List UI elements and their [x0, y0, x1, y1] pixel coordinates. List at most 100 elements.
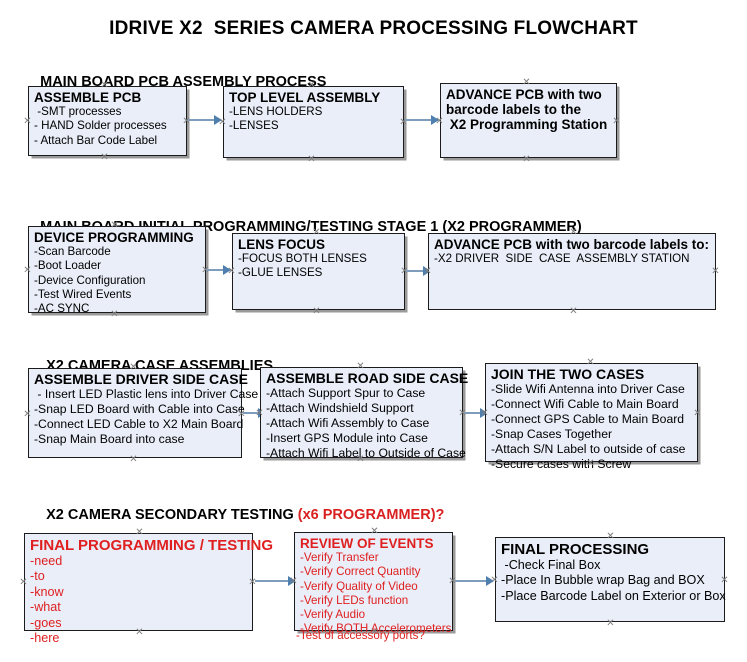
connection-handle[interactable]	[100, 153, 109, 162]
box-final-processing[interactable]: FINAL PROCESSING -Check Final Box -Place…	[495, 537, 726, 622]
connection-handle[interactable]	[606, 619, 615, 628]
box-review-of-events[interactable]: REVIEW OF EVENTS -Verify Transfer -Verif…	[294, 532, 453, 635]
box-device-programming-line-4: -Test Wired Events	[34, 287, 132, 301]
connection-handle[interactable]	[135, 628, 144, 637]
box-final-programming-testing-line-5: -goes	[30, 615, 62, 630]
box-review-of-events-line-2: -Verify Correct Quantity	[300, 565, 421, 579]
connection-handle[interactable]	[110, 310, 119, 319]
box-final-programming-testing-line-2: -to	[30, 569, 45, 584]
connection-handle[interactable]	[522, 155, 531, 164]
connection-handle[interactable]	[435, 117, 444, 126]
connection-handle[interactable]	[586, 459, 595, 468]
connection-handle[interactable]	[612, 117, 621, 126]
box-lens-focus[interactable]: LENS FOCUS -FOCUS BOTH LENSES -GLUE LENS…	[232, 233, 405, 310]
connection-handle[interactable]	[307, 81, 316, 90]
section-heading-4: X2 CAMERA SECONDARY TESTING (x6 PROGRAMM…	[30, 491, 444, 539]
connection-handle[interactable]	[356, 455, 365, 464]
box-review-of-events-line-6: -Verify BOTH Accelerometers	[300, 622, 452, 636]
box-review-of-events-header: REVIEW OF EVENTS	[300, 536, 434, 551]
box-join-the-two-cases-line-4: -Snap Cases Together	[491, 427, 613, 441]
connection-handle[interactable]	[23, 117, 32, 126]
box-final-processing-line-1: -Check Final Box	[501, 558, 601, 572]
box-final-programming-testing-line-6: -here	[30, 631, 60, 646]
box-advance-pcb-station-line-2: X2 Programming Station	[446, 117, 608, 132]
connection-handle[interactable]	[480, 409, 489, 418]
box-device-programming[interactable]: DEVICE PROGRAMMING -Scan Barcode -Boot L…	[28, 226, 206, 315]
box-review-of-events-line-3: -Verify Quality of Video	[300, 579, 418, 593]
box-join-the-two-cases-header: JOIN THE TWO CASES	[491, 366, 645, 382]
box-final-programming-testing-line-1: -need	[30, 554, 63, 568]
box-assemble-pcb-header: ASSEMBLE PCB	[34, 90, 142, 105]
connection-handle[interactable]	[227, 267, 236, 276]
box-device-programming-line-3: -Device Configuration	[34, 273, 146, 287]
connection-handle[interactable]	[19, 578, 28, 587]
box-device-programming-line-1: -Scan Barcode	[34, 245, 111, 258]
connection-handle[interactable]	[569, 307, 578, 316]
connection-handle[interactable]	[569, 228, 578, 237]
box-advance-pcb-station[interactable]: ADVANCE PCB with two barcode labels to t…	[440, 83, 617, 158]
box-top-level-assembly-line-2: -LENSES	[229, 119, 279, 133]
box-assemble-driver-side-case[interactable]: ASSEMBLE DRIVER SIDE CASE - Insert LED P…	[28, 368, 258, 458]
box-advance-pcb-driver-side-line-1: -X2 DRIVER SIDE CASE ASSEMBLY STATION	[434, 252, 690, 265]
connection-handle[interactable]	[606, 532, 615, 541]
box-assemble-road-side-case-header: ASSEMBLE ROAD SIDE CASE	[266, 370, 469, 386]
section-heading-4-accent: (x6 PROGRAMMER)?	[297, 507, 445, 523]
box-device-programming-line-2: -Boot Loader	[34, 259, 102, 273]
box-advance-pcb-driver-side-header: ADVANCE PCB with two barcode labels to:	[434, 237, 710, 252]
box-advance-pcb-station-header: ADVANCE PCB with two	[446, 87, 602, 102]
connection-handle[interactable]	[129, 363, 138, 372]
box-advance-pcb-driver-side[interactable]: ADVANCE PCB with two barcode labels to: …	[428, 233, 716, 310]
box-assemble-pcb-line-1: -SMT processes	[34, 105, 122, 118]
connection-handle[interactable]	[312, 307, 321, 316]
box-lens-focus-line-2: -GLUE LENSES	[238, 266, 323, 280]
page-title: IDRIVE X2 SERIES CAMERA PROCESSING FLOWC…	[109, 18, 638, 39]
box-top-level-assembly-line-1: -LENS HOLDERS	[229, 105, 323, 118]
connection-handle[interactable]	[693, 409, 702, 418]
connection-handle[interactable]	[312, 228, 321, 237]
connection-handle[interactable]	[586, 358, 595, 367]
connection-handle[interactable]	[522, 78, 531, 87]
box-assemble-road-side-case-line-1: -Attach Support Spur to Case	[266, 386, 426, 400]
connection-handle[interactable]	[23, 266, 32, 275]
connection-handle[interactable]	[356, 362, 365, 371]
connection-handle[interactable]	[490, 576, 499, 585]
box-final-processing-line-2: -Place In Bubble wrap Bag and BOX	[501, 573, 705, 588]
connection-handle[interactable]	[135, 528, 144, 537]
box-advance-pcb-station-line-1: barcode labels to the	[446, 102, 582, 117]
box-assemble-road-side-case-line-3: -Attach Wifi Assembly to Case	[266, 416, 430, 430]
connection-handle[interactable]	[289, 577, 298, 586]
box-assemble-driver-side-case-line-2: -Snap LED Board with Cable into Case	[34, 402, 245, 416]
box-assemble-driver-side-case-line-4: -Snap Main Board into case	[34, 432, 185, 446]
connection-handle[interactable]	[129, 455, 138, 464]
box-join-the-two-cases-line-2: -Connect Wifi Cable to Main Board	[491, 397, 679, 411]
box-join-the-two-cases[interactable]: JOIN THE TWO CASES -Slide Wifi Antenna i…	[485, 363, 698, 471]
box-assemble-pcb[interactable]: ASSEMBLE PCB -SMT processes - HAND Solde…	[28, 86, 187, 156]
box-join-the-two-cases-line-1: -Slide Wifi Antenna into Driver Case	[491, 382, 685, 396]
box-join-the-two-cases-line-3: -Connect GPS Cable to Main Board	[491, 412, 685, 426]
box-top-level-assembly[interactable]: TOP LEVEL ASSEMBLY -LENS HOLDERS -LENSES	[223, 86, 404, 158]
box-assemble-driver-side-case-header: ASSEMBLE DRIVER SIDE CASE	[34, 371, 248, 387]
box-review-of-events-overflow-line: -Test of accessory ports?	[296, 629, 425, 642]
connection-handle[interactable]	[218, 118, 227, 127]
connection-handle[interactable]	[255, 409, 264, 418]
box-assemble-pcb-line-2: - HAND Solder processes	[34, 119, 167, 133]
arrow-1-2	[405, 115, 439, 125]
connection-handle[interactable]	[110, 221, 119, 230]
box-join-the-two-cases-line-5: -Attach S/N Label to outside of case	[491, 442, 686, 456]
connection-handle[interactable]	[307, 155, 316, 164]
connection-handle[interactable]	[711, 267, 720, 276]
box-lens-focus-header: LENS FOCUS	[238, 237, 326, 252]
box-review-of-events-line-1: -Verify Transfer	[300, 551, 379, 564]
connection-handle[interactable]	[370, 527, 379, 536]
connection-handle[interactable]	[23, 410, 32, 419]
box-device-programming-header: DEVICE PROGRAMMING	[34, 230, 194, 245]
connection-handle[interactable]	[423, 267, 432, 276]
box-lens-focus-line-1: -FOCUS BOTH LENSES	[238, 252, 367, 265]
box-final-programming-testing[interactable]: FINAL PROGRAMMING / TESTING -need -to -k…	[24, 533, 274, 645]
box-top-level-assembly-header: TOP LEVEL ASSEMBLY	[229, 90, 381, 105]
connection-handle[interactable]	[100, 81, 109, 90]
box-final-programming-testing-header: FINAL PROGRAMMING / TESTING	[30, 537, 274, 554]
connection-handle[interactable]	[720, 576, 729, 585]
box-assemble-road-side-case[interactable]: ASSEMBLE ROAD SIDE CASE -Attach Support …	[260, 367, 469, 460]
